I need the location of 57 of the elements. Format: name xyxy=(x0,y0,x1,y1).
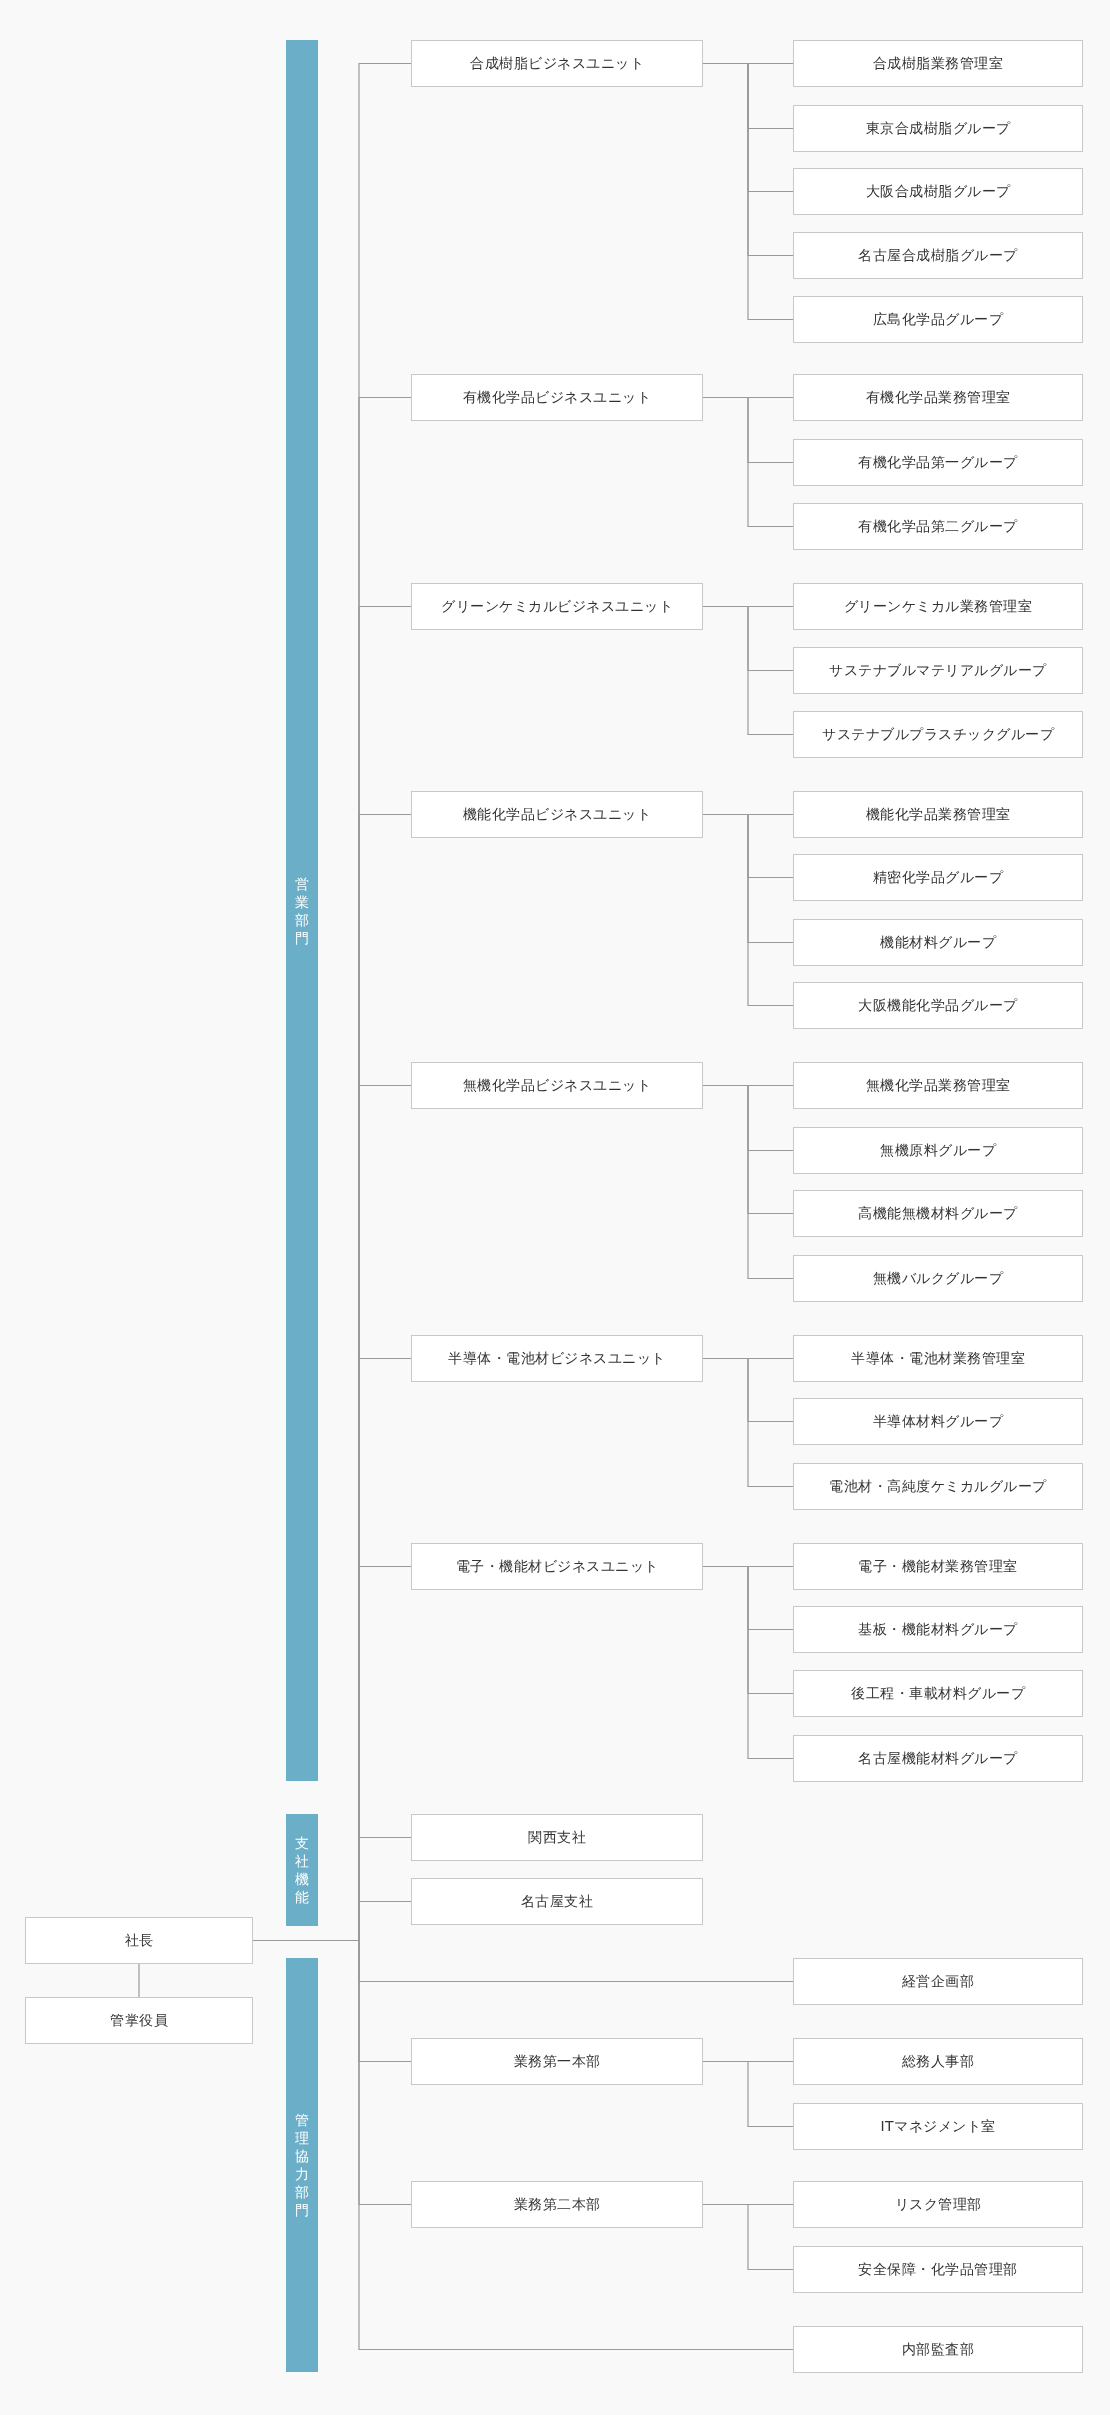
org-box: 安全保障・化学品管理部 xyxy=(793,2246,1083,2293)
connector-line xyxy=(702,2060,794,2128)
connector-line xyxy=(702,2203,794,2271)
org-box: 精密化学品グループ xyxy=(793,854,1083,901)
org-box: 後工程・車載材料グループ xyxy=(793,1670,1083,1717)
category-band: 支社機能 xyxy=(286,1814,318,1926)
org-box: 半導体材料グループ xyxy=(793,1398,1083,1445)
org-box: 関西支社 xyxy=(411,1814,703,1861)
org-box: 有機化学品業務管理室 xyxy=(793,374,1083,421)
category-band: 管理協力部門 xyxy=(286,1958,318,2372)
org-box: 業務第二本部 xyxy=(411,2181,703,2228)
org-box: 有機化学品第一グループ xyxy=(793,439,1083,486)
connector-line xyxy=(138,1963,140,1998)
category-band: 営業部門 xyxy=(286,40,318,1781)
connector-line xyxy=(702,1565,794,1760)
org-box: 大阪合成樹脂グループ xyxy=(793,168,1083,215)
connector-line xyxy=(702,1357,794,1488)
org-box: 有機化学品ビジネスユニット xyxy=(411,374,703,421)
org-box: 大阪機能化学品グループ xyxy=(793,982,1083,1029)
org-box: 社長 xyxy=(25,1917,253,1964)
org-box: ITマネジメント室 xyxy=(793,2103,1083,2150)
org-box: 機能化学品業務管理室 xyxy=(793,791,1083,838)
org-box: 基板・機能材料グループ xyxy=(793,1606,1083,1653)
org-box: 電子・機能材ビジネスユニット xyxy=(411,1543,703,1590)
org-box: 高機能無機材料グループ xyxy=(793,1190,1083,1237)
org-box: 無機原料グループ xyxy=(793,1127,1083,1174)
org-box: 内部監査部 xyxy=(793,2326,1083,2373)
org-box: 管掌役員 xyxy=(25,1997,253,2044)
org-box: サステナブルプラスチックグループ xyxy=(793,711,1083,758)
org-box: 名古屋機能材料グループ xyxy=(793,1735,1083,1782)
org-box: 総務人事部 xyxy=(793,2038,1083,2085)
connector-line xyxy=(702,1084,794,1280)
org-box: 名古屋支社 xyxy=(411,1878,703,1925)
org-box: 業務第一本部 xyxy=(411,2038,703,2085)
org-box: 無機バルクグループ xyxy=(793,1255,1083,1302)
org-box: サステナブルマテリアルグループ xyxy=(793,647,1083,694)
org-box: 無機化学品業務管理室 xyxy=(793,1062,1083,1109)
org-box: 機能材料グループ xyxy=(793,919,1083,966)
org-box: 東京合成樹脂グループ xyxy=(793,105,1083,152)
org-box: 合成樹脂業務管理室 xyxy=(793,40,1083,87)
connector-line xyxy=(702,813,794,1007)
org-box: グリーンケミカル業務管理室 xyxy=(793,583,1083,630)
connector-line xyxy=(702,605,794,736)
org-box: 名古屋合成樹脂グループ xyxy=(793,232,1083,279)
org-box: 電子・機能材業務管理室 xyxy=(793,1543,1083,1590)
org-box: 経営企画部 xyxy=(793,1958,1083,2005)
connector-line xyxy=(702,396,794,528)
org-box: 半導体・電池材ビジネスユニット xyxy=(411,1335,703,1382)
org-box: 合成樹脂ビジネスユニット xyxy=(411,40,703,87)
org-box: 半導体・電池材業務管理室 xyxy=(793,1335,1083,1382)
org-box: 無機化学品ビジネスユニット xyxy=(411,1062,703,1109)
org-box: 有機化学品第二グループ xyxy=(793,503,1083,550)
org-box: 電池材・高純度ケミカルグループ xyxy=(793,1463,1083,1510)
org-box: 広島化学品グループ xyxy=(793,296,1083,343)
org-box: グリーンケミカルビジネスユニット xyxy=(411,583,703,630)
org-box: 機能化学品ビジネスユニット xyxy=(411,791,703,838)
org-box: リスク管理部 xyxy=(793,2181,1083,2228)
